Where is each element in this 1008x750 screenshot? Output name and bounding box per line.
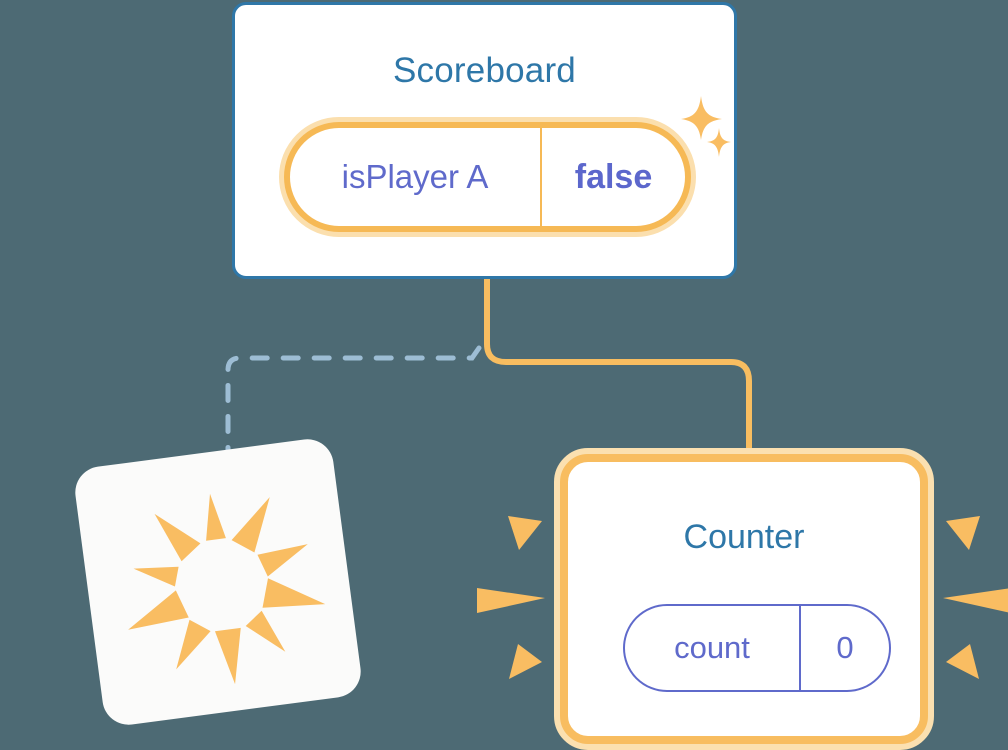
counter-ray-left-bottom [509,644,542,679]
scoreboard-title: Scoreboard [393,51,576,90]
scoreboard-card[interactable]: Scoreboard isPlayer A false [232,2,737,279]
counter-ray-left-top [508,516,542,550]
counter-title: Counter [683,518,805,556]
connector-solid-scoreboard-to-counter [484,278,752,470]
counter-ray-right-bottom [946,644,979,679]
counter-card[interactable]: Counter count 0 [554,448,934,750]
blank-card[interactable] [72,436,364,728]
counter-card-body[interactable]: Counter count 0 [560,454,928,744]
scoreboard-pill-value: false [574,157,653,196]
scoreboard-pill-highlight-glow [279,117,696,237]
counter-ray-right-middle [943,588,1008,613]
counter-ray-right-top [946,516,980,550]
scoreboard-pill-body[interactable]: isPlayer A false [284,122,691,232]
scoreboard-pill-key: isPlayer A [290,128,542,226]
scoreboard-state-pill[interactable]: isPlayer A false [279,117,696,237]
counter-pill-key: count [625,606,801,690]
counter-ray-left-middle [477,588,545,613]
counter-state-pill[interactable]: count 0 [623,604,891,692]
counter-pill-value: 0 [836,630,854,665]
